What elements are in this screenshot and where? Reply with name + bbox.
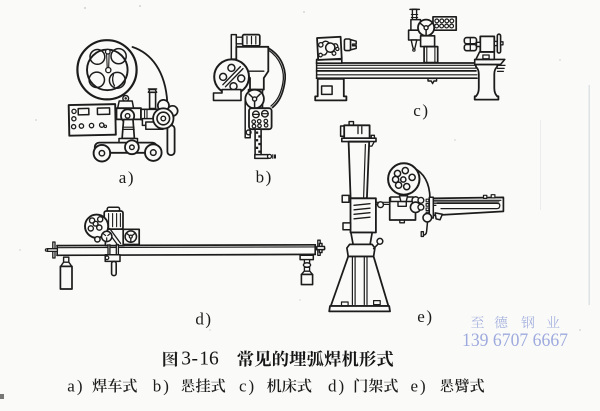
svg-text:3-16: 3-16	[181, 348, 219, 369]
svg-text:a): a)	[119, 168, 134, 187]
svg-text:d): d)	[328, 376, 344, 395]
svg-text:e): e)	[411, 376, 426, 395]
svg-text:d): d)	[195, 310, 211, 329]
svg-text:c): c)	[413, 101, 428, 120]
svg-text:a): a)	[67, 376, 82, 395]
svg-text:b): b)	[153, 376, 169, 395]
svg-text:e): e)	[417, 307, 432, 326]
svg-text:b): b)	[256, 168, 272, 187]
svg-text:c): c)	[239, 376, 254, 395]
svg-text:139 6707 6667: 139 6707 6667	[462, 331, 568, 351]
